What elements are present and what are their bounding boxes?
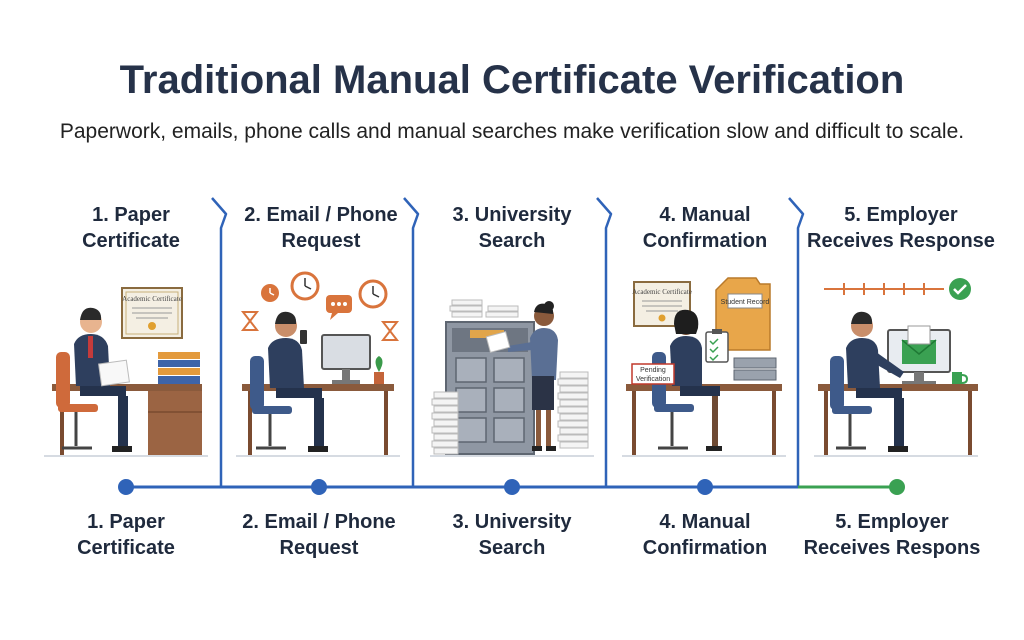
svg-text:Pending: Pending — [640, 367, 666, 374]
timeline-node-2 — [311, 479, 327, 495]
clock-icon — [358, 279, 388, 309]
pending-verification-sign: Pending Verification — [631, 363, 675, 385]
student-record-label: Student Record — [721, 299, 770, 306]
paper-certificate-scene: Academic Certificate — [52, 287, 202, 455]
timeline-node-1 — [118, 479, 134, 495]
page-title: Traditional Manual Certificate Verificat… — [119, 58, 905, 102]
envelope-icon — [901, 325, 937, 364]
checklist-icon — [705, 329, 729, 363]
timeline-node-4 — [697, 479, 713, 495]
manual-confirmation-scene: Academic Certificate Student Record — [626, 277, 782, 455]
panel-divider-2 — [403, 197, 420, 486]
hourglass-icon — [380, 321, 400, 341]
panel-divider-1 — [211, 197, 228, 486]
certificate-1-text: Academic Certificate — [122, 295, 182, 303]
university-search-scene — [431, 299, 589, 455]
chat-bubble-icon — [326, 295, 352, 320]
clock-icon — [261, 284, 279, 302]
panel-divider-4 — [788, 197, 805, 486]
email-phone-request-scene — [240, 271, 400, 455]
certificate-4-text: Academic Certificate — [632, 288, 692, 296]
employer-receives-response-scene — [818, 278, 978, 455]
monitor-icon — [321, 334, 371, 370]
clock-icon — [290, 271, 320, 301]
timeline-node-5 — [889, 479, 905, 495]
hourglass-icon — [240, 311, 260, 331]
page-subtitle: Paperwork, emails, phone calls and manua… — [59, 120, 965, 143]
timeline-node-3 — [504, 479, 520, 495]
check-circle-icon — [949, 278, 971, 300]
folder-icon: Student Record — [715, 277, 771, 351]
panel-divider-3 — [596, 197, 613, 486]
svg-text:Verification: Verification — [636, 376, 670, 383]
